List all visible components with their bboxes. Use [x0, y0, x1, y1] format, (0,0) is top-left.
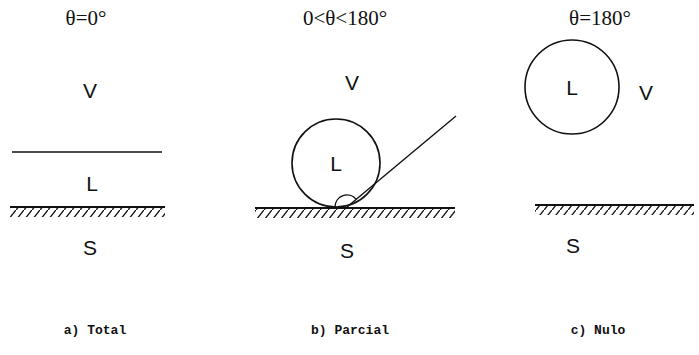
phase-label: S: [83, 237, 97, 258]
liquid-drop: L: [291, 118, 381, 208]
solid-hatch: [535, 205, 694, 215]
panel-caption: b) Parcial: [311, 324, 389, 337]
phase-label: L: [86, 173, 98, 194]
panel-caption: a) Total: [64, 324, 126, 337]
angle-title: 0<θ<180°: [303, 8, 387, 29]
solid-hatch: [255, 208, 455, 218]
angle-title: θ=0°: [66, 8, 107, 29]
phase-label: V: [345, 72, 359, 93]
solid-hatch: [10, 207, 165, 217]
phase-label: V: [83, 80, 97, 101]
tangent-line: [347, 116, 456, 207]
phase-label: S: [340, 240, 354, 261]
phase-label: L: [330, 153, 342, 174]
angle-title: θ=180°: [569, 8, 631, 29]
phase-label: S: [566, 235, 580, 256]
panel-caption: c) Nulo: [571, 324, 626, 337]
liquid-drop: L: [524, 39, 620, 135]
phase-label: L: [566, 77, 578, 98]
phase-label: V: [639, 82, 653, 103]
liquid-surface: [12, 151, 162, 153]
